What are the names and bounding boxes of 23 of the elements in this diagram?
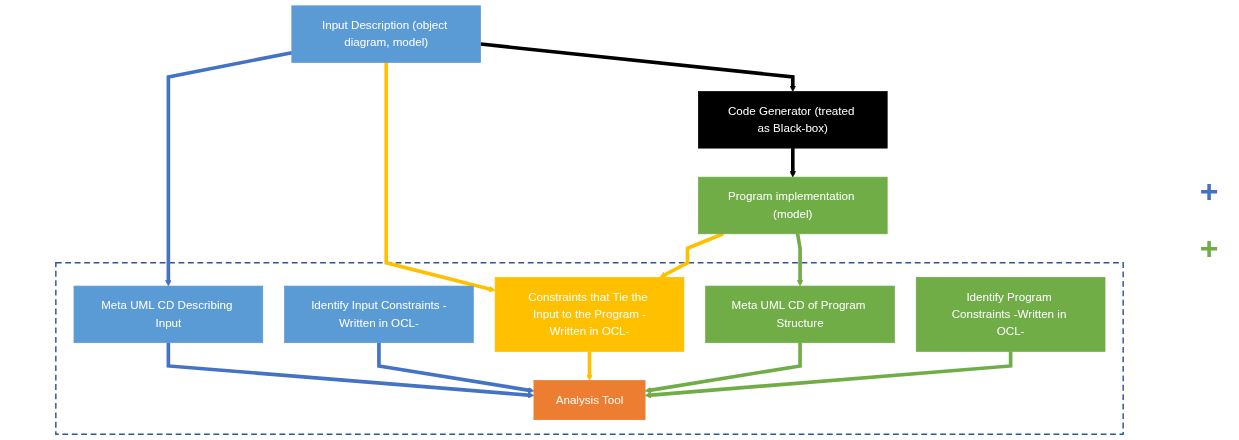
node-box: Program implementation (model)	[698, 176, 888, 235]
arrow	[165, 50, 293, 287]
node-box: Identify Program Constraints -Written in OCL-	[915, 277, 1106, 352]
node-box: Constraints that Tie the Input to the Program -Written in OCL-	[494, 277, 685, 352]
arrow	[166, 342, 535, 399]
node-box: Input Description (object diagram, model)	[291, 5, 481, 63]
plus-sign: +	[1199, 173, 1219, 210]
cluster	[55, 262, 1124, 435]
plus-sign: +	[1199, 230, 1219, 267]
arrow	[480, 42, 796, 92]
node-box: Analysis Tool	[533, 380, 646, 421]
arrow	[586, 351, 593, 381]
node-box: Meta UML CD Describing Input	[73, 285, 264, 344]
arrow	[659, 232, 724, 278]
arrow	[644, 351, 1013, 399]
node-box: Code Generator (treated as Black-box)	[698, 91, 888, 149]
arrow	[795, 233, 804, 287]
arrow	[789, 148, 796, 178]
arrow	[384, 62, 496, 293]
node-box: Meta UML CD of Program Structure	[705, 285, 895, 344]
node-box: Identify Input Constraints -Written in OCL-	[284, 285, 474, 344]
arrow	[377, 342, 535, 394]
arrow	[644, 342, 802, 394]
